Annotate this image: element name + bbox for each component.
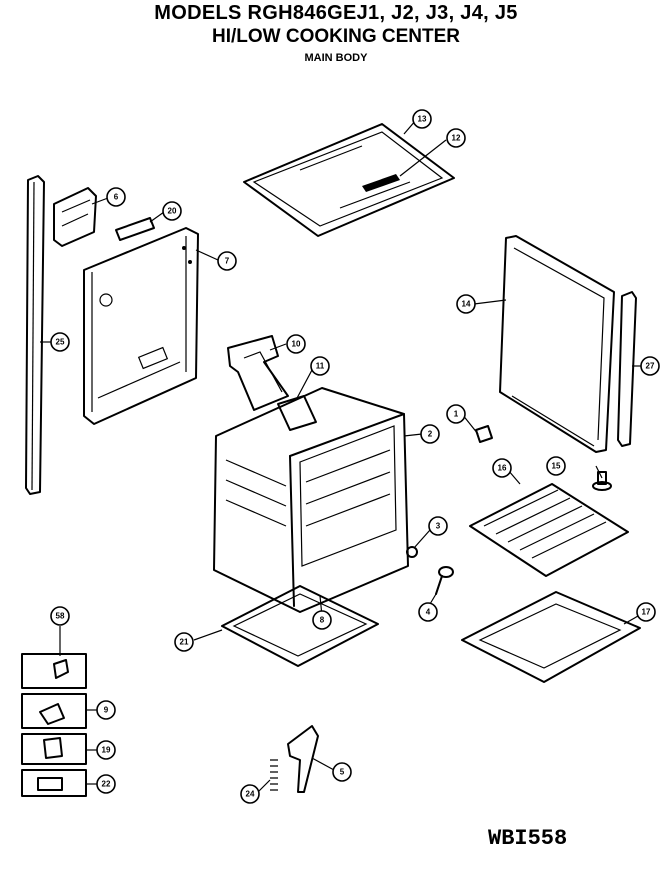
- callout-8: 8: [312, 610, 332, 630]
- svg-text:16: 16: [498, 464, 507, 473]
- callout-58: 58: [50, 606, 70, 626]
- callout-10: 10: [286, 334, 306, 354]
- svg-text:8: 8: [320, 616, 325, 625]
- callout-6: 6: [106, 187, 126, 207]
- svg-text:3: 3: [436, 522, 441, 531]
- inset-part-9: [21, 693, 87, 729]
- part-side-panel: [499, 235, 615, 453]
- part-nut: [406, 546, 418, 558]
- svg-text:24: 24: [246, 790, 255, 799]
- svg-text:15: 15: [552, 462, 561, 471]
- diagram-subtitle: HI/LOW COOKING CENTER: [211, 26, 461, 47]
- svg-text:4: 4: [426, 608, 431, 617]
- svg-text:7: 7: [225, 257, 230, 266]
- part-knob: [475, 425, 493, 443]
- callout-2: 2: [420, 424, 440, 444]
- callout-13: 13: [412, 109, 432, 129]
- svg-text:9: 9: [104, 706, 109, 715]
- part-heating-element: [287, 725, 319, 793]
- callout-11: 11: [310, 356, 330, 376]
- part-side-trim-right: [617, 291, 637, 447]
- part-broiler-pan: [461, 591, 641, 683]
- svg-text:22: 22: [102, 780, 111, 789]
- svg-text:6: 6: [114, 193, 119, 202]
- callout-7: 7: [217, 251, 237, 271]
- svg-text:20: 20: [168, 207, 177, 216]
- svg-text:2: 2: [428, 430, 433, 439]
- inset-part-19: [21, 733, 87, 765]
- inset-part-22: [21, 769, 87, 797]
- part-base-plate: [221, 585, 379, 667]
- section-label: MAIN BODY: [304, 52, 368, 64]
- callout-19: 19: [96, 740, 116, 760]
- callout-1: 1: [446, 404, 466, 424]
- svg-text:27: 27: [646, 362, 655, 371]
- callout-16: 16: [492, 458, 512, 478]
- svg-text:12: 12: [452, 134, 461, 143]
- part-clip: [115, 217, 155, 241]
- svg-text:58: 58: [56, 612, 65, 621]
- part-side-trim-left: [25, 175, 45, 495]
- callout-9: 9: [96, 700, 116, 720]
- callout-24: 24: [240, 784, 260, 804]
- svg-text:14: 14: [462, 300, 471, 309]
- callout-17: 17: [636, 602, 656, 622]
- callout-27: 27: [640, 356, 660, 376]
- svg-text:10: 10: [292, 340, 301, 349]
- svg-text:13: 13: [418, 115, 427, 124]
- svg-text:25: 25: [56, 338, 65, 347]
- svg-text:21: 21: [180, 638, 189, 647]
- callout-5: 5: [332, 762, 352, 782]
- svg-text:11: 11: [316, 362, 325, 371]
- part-oven-rack: [469, 483, 629, 577]
- part-rear-panel: [83, 227, 199, 425]
- svg-text:1: 1: [454, 410, 459, 419]
- part-control-knob: [435, 566, 454, 595]
- callout-21: 21: [174, 632, 194, 652]
- part-vent-grille: [277, 395, 317, 431]
- leader-lines: [40, 119, 642, 793]
- callout-4: 4: [418, 602, 438, 622]
- callout-14: 14: [456, 294, 476, 314]
- svg-text:19: 19: [102, 746, 111, 755]
- callout-22: 22: [96, 774, 116, 794]
- diagram-code: WBI558: [488, 826, 568, 851]
- part-bracket: [53, 187, 97, 247]
- callout-20: 20: [162, 201, 182, 221]
- part-oven-body: [213, 387, 409, 613]
- callout-3: 3: [428, 516, 448, 536]
- part-vent-duct: [227, 335, 289, 411]
- inset-part-58: [21, 653, 87, 689]
- part-cooktop: [243, 123, 455, 237]
- callout-12: 12: [446, 128, 466, 148]
- diagram-title: MODELS RGH846GEJ1, J2, J3, J4, J5: [154, 2, 518, 24]
- part-leveling-leg: [592, 471, 612, 491]
- svg-text:17: 17: [642, 608, 651, 617]
- svg-text:5: 5: [340, 768, 345, 777]
- part-spring: [270, 759, 278, 791]
- callout-25: 25: [50, 332, 70, 352]
- callout-15: 15: [546, 456, 566, 476]
